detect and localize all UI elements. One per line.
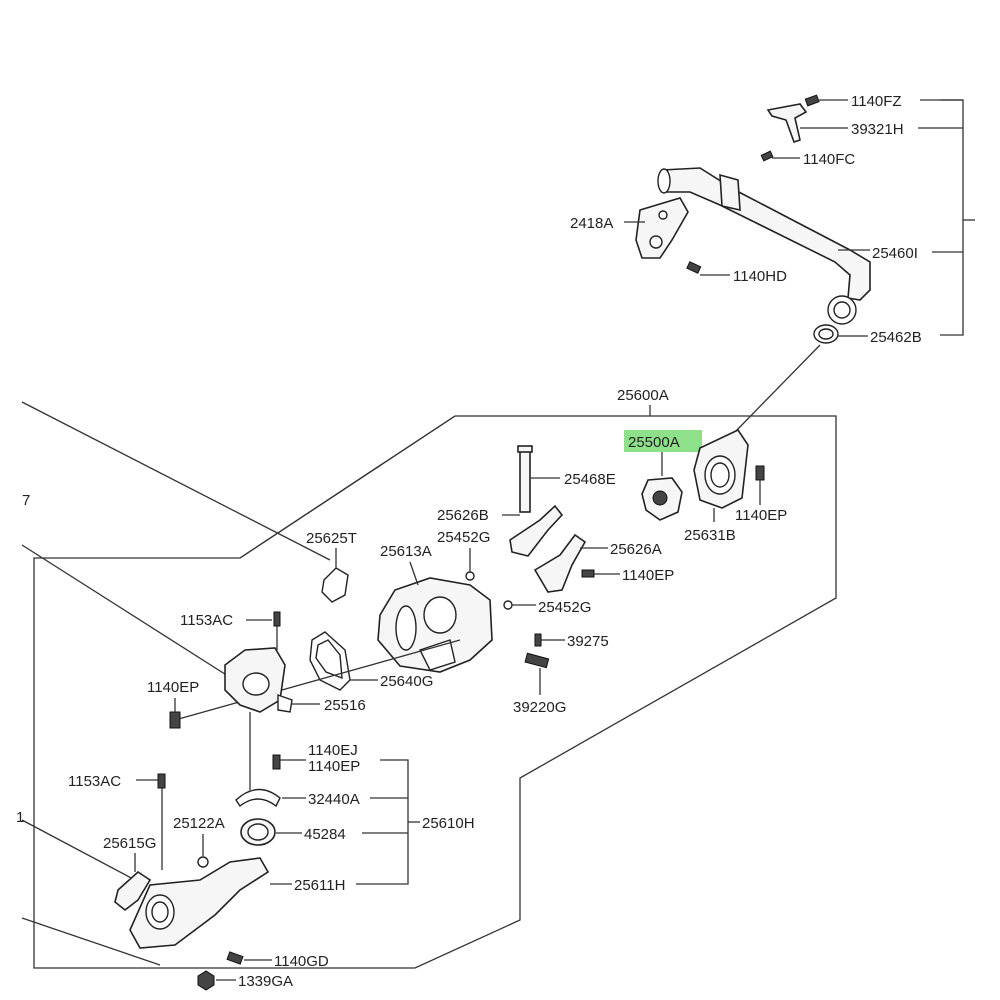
fitting-25626B xyxy=(509,504,564,557)
label-1140FC: 1140FC xyxy=(803,151,855,168)
edge-label-7: 7 xyxy=(22,492,30,509)
label-25615G: 25615G xyxy=(103,835,156,852)
group-bracket-25610H xyxy=(356,759,409,885)
bolts-top xyxy=(686,94,820,274)
label-1339GA: 1339GA xyxy=(238,973,293,990)
label-25468E: 25468E xyxy=(564,471,616,488)
bolt-1140EJ xyxy=(272,754,281,770)
label-1140EP-b: 1140EP xyxy=(622,567,674,584)
label-39220G: 39220G xyxy=(513,699,566,716)
label-1140HD: 1140HD xyxy=(733,268,787,285)
label-1140GD: 1140GD xyxy=(274,953,329,970)
label-2418A: 2418A xyxy=(570,215,613,232)
highlight-25500A xyxy=(624,430,702,452)
boundary-line-left xyxy=(21,401,331,561)
outlet-25516 xyxy=(224,647,293,713)
label-25500A: 25500A xyxy=(628,434,680,451)
label-25625T: 25625T xyxy=(306,530,357,547)
stud-1153AC-b xyxy=(157,773,166,789)
label-1140EJ: 1140EJ xyxy=(308,742,358,759)
label-1153AC-a: 1153AC xyxy=(180,612,233,629)
label-45284: 45284 xyxy=(304,826,346,843)
boundary-line-left-3 xyxy=(21,819,136,881)
label-25626A: 25626A xyxy=(610,541,662,558)
label-25613A: 25613A xyxy=(380,543,432,560)
bolt-1140GD xyxy=(226,951,244,965)
bolt-1140EP-a xyxy=(755,465,765,481)
label-25640G: 25640G xyxy=(380,673,433,690)
fitting-25626A xyxy=(533,533,587,593)
label-25611H: 25611H xyxy=(294,877,345,894)
label-25516: 25516 xyxy=(324,697,366,714)
label-25631B: 25631B xyxy=(684,527,736,544)
bolt-1140EP-c xyxy=(169,711,181,729)
label-32440A: 32440A xyxy=(308,791,360,808)
bolt-1140EP-b xyxy=(581,569,595,578)
gasket-25640G xyxy=(309,631,351,691)
boundary-edge xyxy=(239,415,456,559)
label-25460I: 25460I xyxy=(872,245,918,262)
water-inlet-25611H xyxy=(129,857,270,949)
o-ring-25122A xyxy=(197,856,209,868)
label-25600A: 25600A xyxy=(617,387,669,404)
group-bracket-top xyxy=(920,99,964,336)
gasket-25625T xyxy=(321,567,349,603)
label-1140EP-d: 1140EP xyxy=(308,758,360,775)
thermostat-housing-25631B xyxy=(693,428,749,509)
label-1153AC-b: 1153AC xyxy=(68,773,121,790)
leader-oring-housing xyxy=(734,344,821,433)
label-1140EP-c: 1140EP xyxy=(147,679,199,696)
label-25462B: 25462B xyxy=(870,329,922,346)
clamp-32440A xyxy=(235,788,281,808)
water-pipe-25460I xyxy=(657,167,871,325)
bracket-25615G xyxy=(114,870,152,912)
label-39321H: 39321H xyxy=(851,121,904,138)
pipe-25468E xyxy=(517,445,533,513)
label-25626B: 25626B xyxy=(437,507,489,524)
o-ring-25462B xyxy=(813,324,839,344)
boundary-line-left-2 xyxy=(21,544,251,691)
gasket-25452G-a xyxy=(465,571,475,581)
bracket-2418A xyxy=(635,197,689,259)
stud-1153AC-a xyxy=(273,611,281,627)
nut-1339GA xyxy=(197,970,215,991)
hose-45284 xyxy=(240,818,276,846)
label-1140EP-a: 1140EP xyxy=(735,507,787,524)
label-25122A: 25122A xyxy=(173,815,225,832)
assembly-boundary-25600A xyxy=(33,415,837,969)
label-39275: 39275 xyxy=(567,633,609,650)
thermostat-25500A xyxy=(641,477,683,521)
label-1140FZ: 1140FZ xyxy=(851,93,902,110)
sensor-39220G xyxy=(524,652,550,669)
edge-label-1: 1 xyxy=(16,809,24,826)
label-25610H: 25610H xyxy=(422,815,475,832)
housing-25613A xyxy=(377,577,493,673)
boundary-line-left-4 xyxy=(21,917,161,966)
bracket-39321H xyxy=(766,103,808,144)
label-25452G-b: 25452G xyxy=(538,599,591,616)
sensor-39275 xyxy=(534,633,542,647)
centerline-mid xyxy=(174,639,461,721)
gasket-25452G-b xyxy=(503,600,513,610)
label-25452G-a: 25452G xyxy=(437,529,490,546)
